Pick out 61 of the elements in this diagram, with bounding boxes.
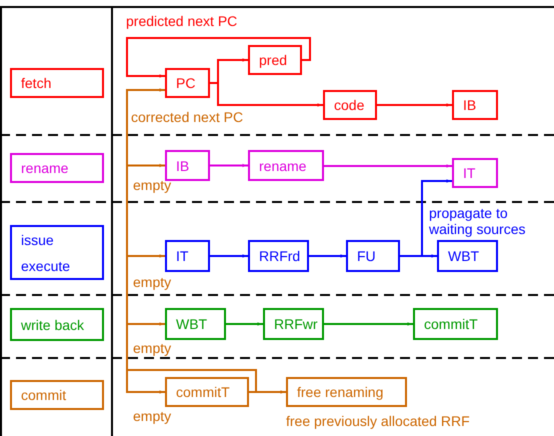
arrow [309, 254, 346, 258]
process-box [10, 308, 104, 341]
process-box [10, 68, 104, 98]
node-label: WBT [176, 316, 208, 332]
process-box [346, 240, 400, 272]
node-label: RRFrd [259, 248, 302, 264]
process-box [248, 45, 302, 75]
node-label: PC [176, 75, 196, 91]
node-label: code [334, 97, 366, 113]
arrow [210, 82, 323, 107]
arrow [210, 254, 248, 258]
edge-label: corrected next PC [131, 109, 244, 125]
process-box [10, 380, 104, 410]
node-label: WBT [448, 248, 480, 264]
process-box [165, 377, 249, 407]
node-label: IT [463, 165, 476, 181]
process-box [286, 377, 407, 407]
node-label: pred [259, 52, 288, 68]
status-note: empty [133, 408, 172, 424]
arrow [210, 164, 248, 168]
arrow [126, 370, 165, 394]
arrow [324, 322, 413, 326]
node-label: rename [21, 160, 70, 176]
arrow [324, 164, 452, 168]
arrow [226, 322, 263, 326]
node-label: fetch [21, 75, 52, 91]
arrow [377, 103, 452, 107]
process-box [452, 90, 498, 120]
arrow [400, 179, 452, 257]
process-box [323, 90, 377, 120]
status-note: empty [133, 177, 172, 193]
edge-label: predicted next PC [126, 13, 238, 29]
process-box [413, 308, 498, 340]
process-box [437, 240, 498, 272]
node-label: IB [176, 158, 190, 174]
node-label: FU [357, 248, 377, 264]
process-box [165, 308, 226, 340]
arrow [126, 322, 257, 393]
node-label: commitT [176, 384, 231, 400]
status-note: empty [133, 274, 172, 290]
node-label: IT [176, 248, 190, 264]
node-label: commit [21, 387, 68, 403]
node-caption: free previously allocated RRF [286, 413, 470, 429]
node-label: commitT [424, 316, 479, 332]
process-box [165, 240, 210, 272]
process-box [165, 150, 210, 181]
process-box [165, 68, 210, 98]
process-box [248, 150, 324, 181]
process-box [10, 153, 104, 183]
process-box [248, 240, 309, 272]
status-note: empty [133, 340, 172, 356]
process-box [452, 158, 498, 188]
node-label: RRFwr [274, 316, 319, 332]
process-box [10, 225, 104, 280]
node-label: write back [21, 316, 86, 332]
node-label: free renaming [297, 384, 384, 400]
node-label: IB [463, 97, 478, 113]
node-label: issue execute [21, 230, 72, 276]
process-box [263, 308, 324, 340]
arrow [126, 37, 311, 78]
node-label: rename [259, 158, 308, 174]
